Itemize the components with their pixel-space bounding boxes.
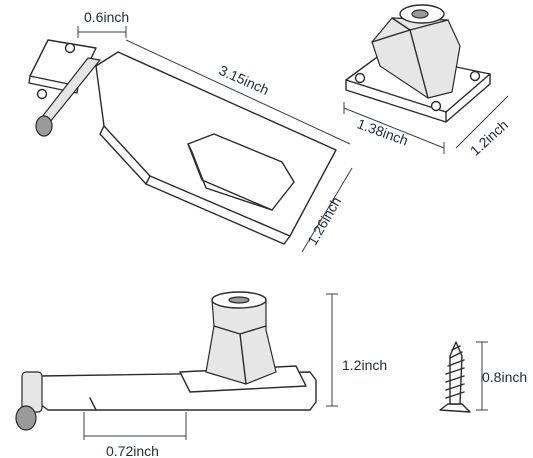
dim-hasp-width: 0.6inch xyxy=(84,9,129,25)
screw-head xyxy=(439,403,471,413)
staple-slot xyxy=(411,9,429,19)
screw-shank xyxy=(449,341,463,405)
base-hole-3 xyxy=(430,100,442,112)
dim-screw-length: 0.8inch xyxy=(482,369,527,385)
dim-hinge-offset: 0.72inch xyxy=(106,443,159,458)
screw-threads xyxy=(445,345,465,399)
hinge-pin-end xyxy=(35,115,53,137)
dim-staple-height: 1.2inch xyxy=(342,357,387,373)
dim-hasp-height: 1.26inch xyxy=(304,194,344,248)
dim-base-width: 1.2inch xyxy=(467,117,511,159)
hinge-hole-top xyxy=(64,42,76,54)
screw-drawing: 0.8inch xyxy=(439,341,527,413)
dim-base-length: 1.38inch xyxy=(355,115,410,148)
hasp-plate-drawing: 0.6inch 3.15inch 1.26inch xyxy=(28,9,353,253)
staple-drawing: 1.38inch 1.2inch xyxy=(343,4,511,159)
base-hole-2 xyxy=(469,70,481,82)
staple-body xyxy=(371,17,461,99)
base-hole-1 xyxy=(354,72,366,84)
hinge-hole-bottom xyxy=(36,88,48,100)
hasp-hex-slot xyxy=(187,133,295,211)
dim-hasp-length: 3.15inch xyxy=(217,62,272,98)
assembled-side-view: 0.72inch 1.2inch xyxy=(15,291,387,458)
side-staple-slot xyxy=(228,296,250,304)
side-hinge-end xyxy=(15,405,37,431)
